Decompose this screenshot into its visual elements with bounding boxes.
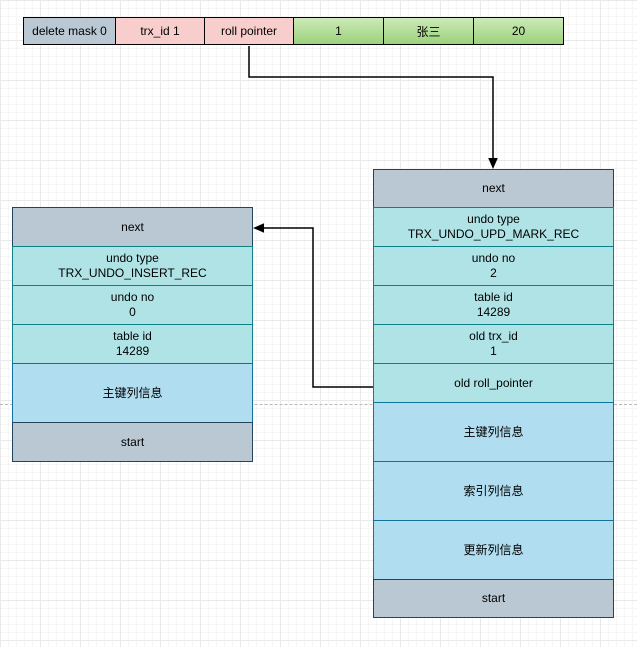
cell-text: old trx_id (469, 329, 518, 343)
cell-text: 索引列信息 (463, 483, 524, 498)
cell-text: undo no (110, 290, 155, 304)
cell-text: TRX_UNDO_INSERT_REC (58, 266, 207, 280)
undo-row: 主键列信息 (373, 402, 614, 462)
cell-text: table id (474, 290, 513, 304)
cell-text: roll pointer (220, 24, 278, 38)
undo-row: next (373, 169, 614, 208)
cell-text: 0 (129, 305, 136, 319)
record-cell: delete mask 0 (23, 17, 116, 45)
cell-text: 1 (335, 24, 342, 38)
cell-text: trx_id 1 (140, 24, 180, 38)
cell-text: 1 (490, 344, 497, 358)
cell-text: next (121, 219, 144, 234)
cell-text: 主键列信息 (463, 424, 524, 439)
cell-text: 张三 (416, 24, 441, 39)
cell-text: undo type (467, 212, 520, 226)
table-record-row: delete mask 0 trx_id 1 roll pointer 1 张三 20 (23, 17, 564, 45)
cell-text: start (481, 591, 506, 605)
cell-text: next (482, 181, 505, 195)
cell-text: 20 (511, 24, 526, 38)
old-roll-pointer-to-insert-undo-arrow (253, 223, 373, 388)
undo-row: 更新列信息 (373, 520, 614, 580)
roll-pointer-to-update-undo-arrow (248, 46, 498, 169)
cell-text: TRX_UNDO_UPD_MARK_REC (407, 227, 580, 241)
cell-text: undo no (471, 251, 516, 265)
undo-row: 主键列信息 (12, 363, 253, 423)
cell-text: old roll_pointer (454, 375, 533, 390)
undo-row: 索引列信息 (373, 461, 614, 521)
record-cell: 张三 (383, 17, 474, 45)
cell-text: table id (113, 329, 152, 343)
undo-row: start (12, 422, 253, 462)
undo-row: next (12, 207, 253, 247)
cell-text: 主键列信息 (102, 385, 163, 400)
undo-row: start (373, 579, 614, 618)
cell-text: 更新列信息 (463, 542, 524, 557)
record-cell: 20 (473, 17, 564, 45)
undo-row: old roll_pointer (373, 363, 614, 403)
cell-text: 14289 (115, 344, 150, 358)
cell-text: 14289 (476, 305, 511, 319)
cell-text: delete mask 0 (32, 24, 107, 38)
cell-text: start (120, 434, 145, 449)
record-cell: 1 (293, 17, 384, 45)
page-boundary-dashed-line (0, 404, 637, 405)
record-cell: trx_id 1 (115, 17, 205, 45)
arrowhead-left-icon (253, 223, 264, 233)
cell-text: 2 (490, 266, 497, 280)
cell-text: undo type (106, 251, 159, 265)
record-cell: roll pointer (204, 17, 294, 45)
arrowhead-down-icon (488, 158, 498, 169)
